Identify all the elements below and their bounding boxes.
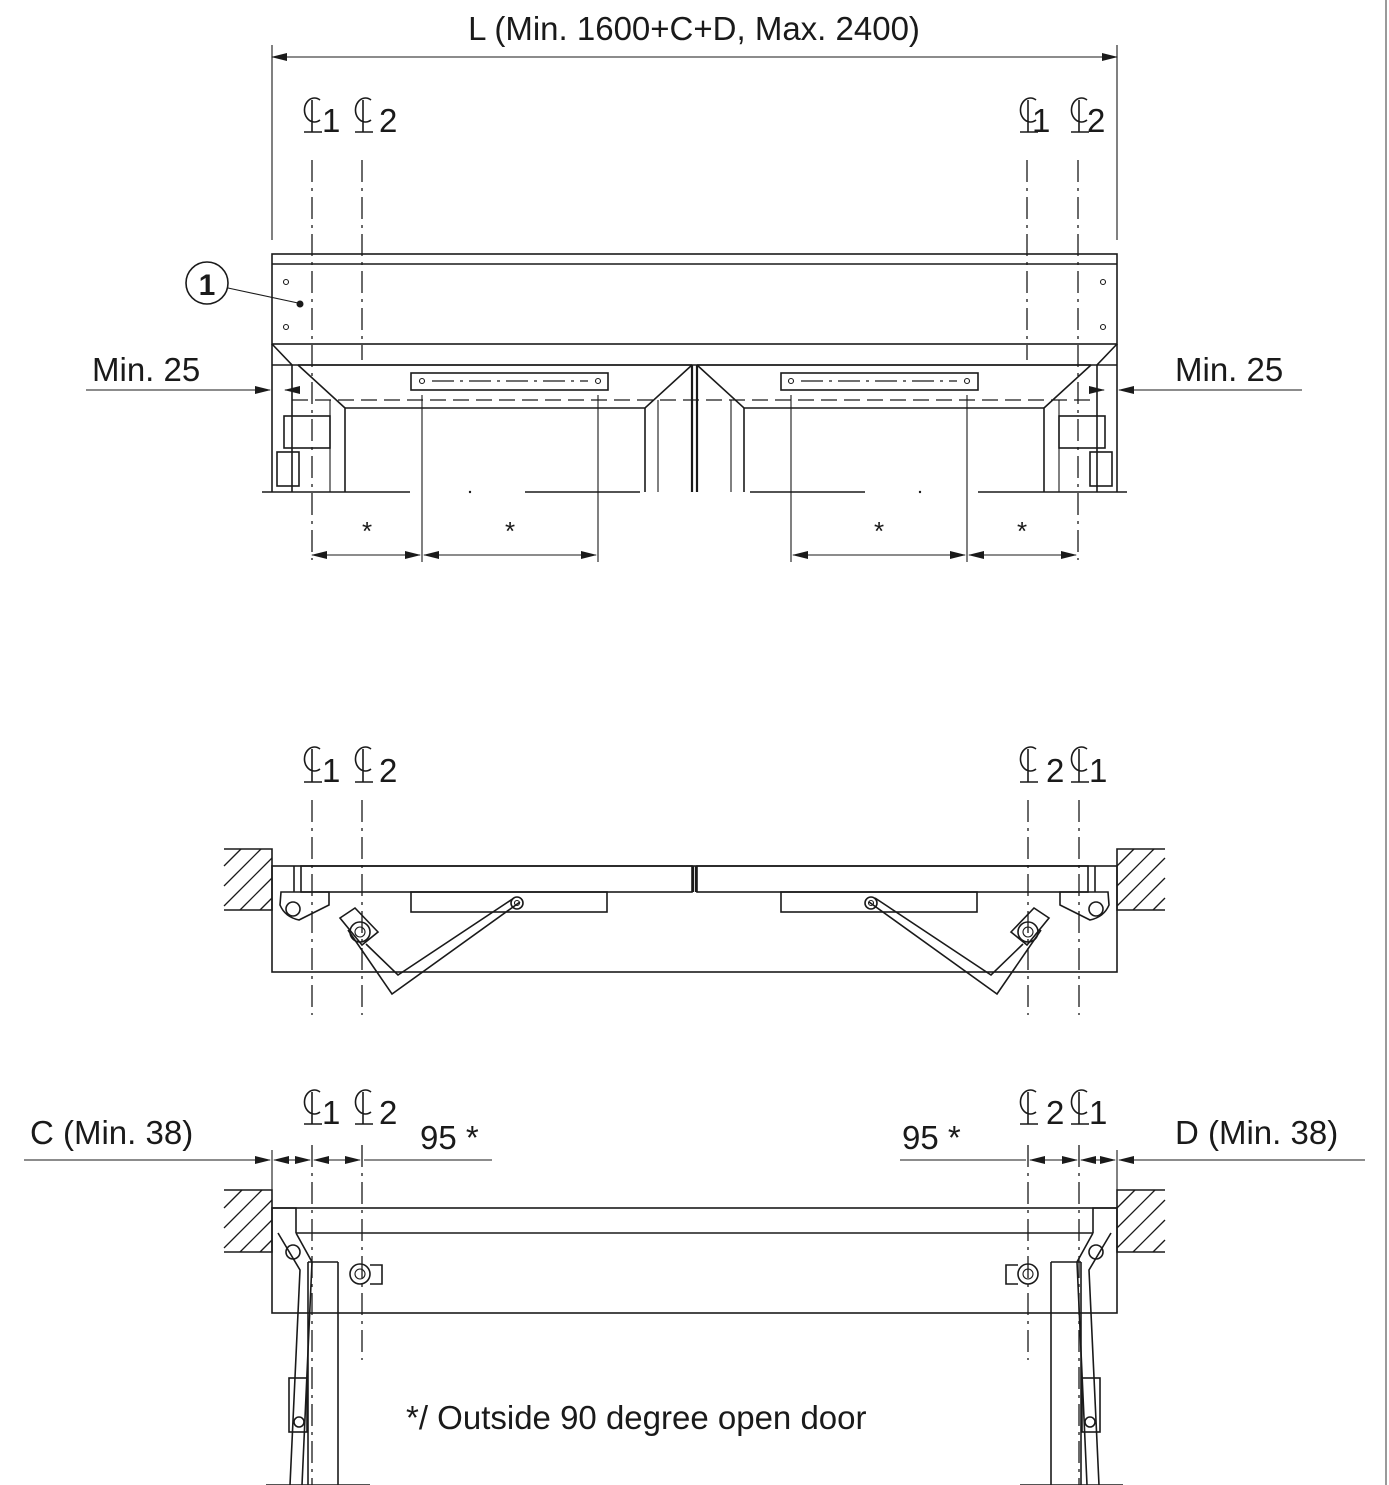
centerline-l1-right-mid: 1: [1070, 746, 1107, 789]
centerline-l2-right-mid: 2: [1019, 746, 1064, 789]
offset-left-label: 95 *: [420, 1119, 479, 1156]
callout-1: 1: [185, 261, 299, 305]
svg-text:2: 2: [1046, 752, 1064, 789]
centerline-l1-right: 1: [1019, 97, 1050, 139]
svg-text:1: 1: [322, 752, 340, 789]
min-25-dimensions: Min. 25 Min. 25: [86, 351, 1302, 394]
svg-text:1: 1: [322, 102, 340, 139]
offset-right-label: 95 *: [902, 1119, 961, 1156]
centerline-l1-left-mid: 1: [303, 746, 340, 789]
centerline-l2-left-bot: 2: [354, 1089, 397, 1131]
walls-middle: [223, 848, 1166, 911]
svg-text:2: 2: [1087, 102, 1105, 139]
svg-text:1: 1: [1032, 102, 1050, 139]
min-25-right-label: Min. 25: [1175, 351, 1283, 388]
clearance-dimensions: C (Min. 38) D (Min. 38) 95 * 95 *: [24, 1114, 1365, 1190]
svg-text:2: 2: [379, 752, 397, 789]
svg-text:*: *: [1017, 516, 1027, 546]
footnote: */ Outside 90 degree open door: [406, 1399, 867, 1436]
frame-plan-bottom: [271, 1207, 1118, 1314]
svg-text:1: 1: [1089, 752, 1107, 789]
door-leaf-open-right: [1005, 1232, 1123, 1485]
centerline-l2-left-mid: 2: [354, 746, 397, 789]
door-leaves-top: [262, 343, 1127, 494]
centerline-l1-right-bot: 1: [1070, 1089, 1107, 1131]
middle-plan-view-closed: 1 2 2 1: [223, 746, 1166, 1015]
clearance-d-label: D (Min. 38): [1175, 1114, 1338, 1151]
svg-text:2: 2: [1046, 1094, 1064, 1131]
centerline-l2-right-bot: 2: [1019, 1089, 1064, 1131]
walls-bottom: [223, 1189, 1166, 1253]
door-leaves-middle: [279, 865, 1110, 921]
min-25-left-label: Min. 25: [92, 351, 200, 388]
overall-length-dimension: L (Min. 1600+C+D, Max. 2400): [271, 10, 1118, 240]
door-leaf-open-left: [266, 1232, 383, 1485]
svg-text:*: *: [505, 516, 515, 546]
svg-text:1: 1: [322, 1094, 340, 1131]
svg-text:2: 2: [379, 1094, 397, 1131]
svg-text:1: 1: [1089, 1094, 1107, 1131]
svg-text:*: *: [362, 516, 372, 546]
svg-text:*: *: [874, 516, 884, 546]
centerline-markers-middle: 1 2 2 1: [303, 746, 1107, 1015]
clearance-c-label: C (Min. 38): [30, 1114, 193, 1151]
top-elevation-view: L (Min. 1600+C+D, Max. 2400) 1 2 1 2: [86, 10, 1302, 562]
bottom-plan-view-open: 1 2 2 1: [24, 1089, 1365, 1485]
closer-arms-middle: [338, 896, 1051, 996]
centerline-markers-top: 1 2 1 2: [303, 97, 1105, 560]
centerline-l2-left: 2: [354, 97, 397, 139]
centerline-l2-right: 2: [1070, 97, 1105, 139]
overall-length-label: L (Min. 1600+C+D, Max. 2400): [468, 10, 920, 47]
frame-plan-middle: [271, 865, 1118, 973]
svg-text:1: 1: [199, 269, 216, 302]
door-frame-header: [271, 253, 1118, 492]
centerline-l1-left-bot: 1: [303, 1089, 340, 1131]
star-dimensions: * * * *: [311, 395, 1077, 562]
centerline-l1-left: 1: [303, 97, 340, 139]
svg-text:2: 2: [379, 102, 397, 139]
